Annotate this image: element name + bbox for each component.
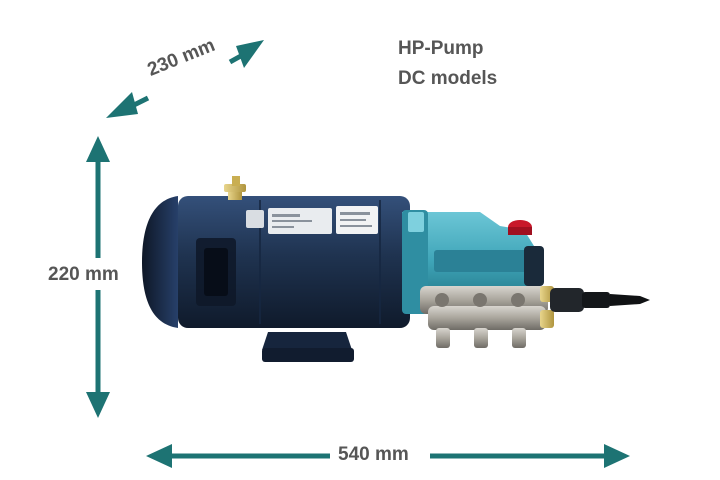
product-title: HP-Pump DC models xyxy=(398,34,497,94)
depth-arrow xyxy=(106,40,264,118)
title-line-2: DC models xyxy=(398,68,498,89)
width-arrow xyxy=(146,444,630,468)
pump-illustration xyxy=(142,176,650,362)
title-line-1: HP-Pump xyxy=(398,38,484,59)
height-dimension-label: 220 mm xyxy=(44,264,123,286)
height-arrow xyxy=(86,136,110,418)
width-dimension-label: 540 mm xyxy=(334,444,413,466)
